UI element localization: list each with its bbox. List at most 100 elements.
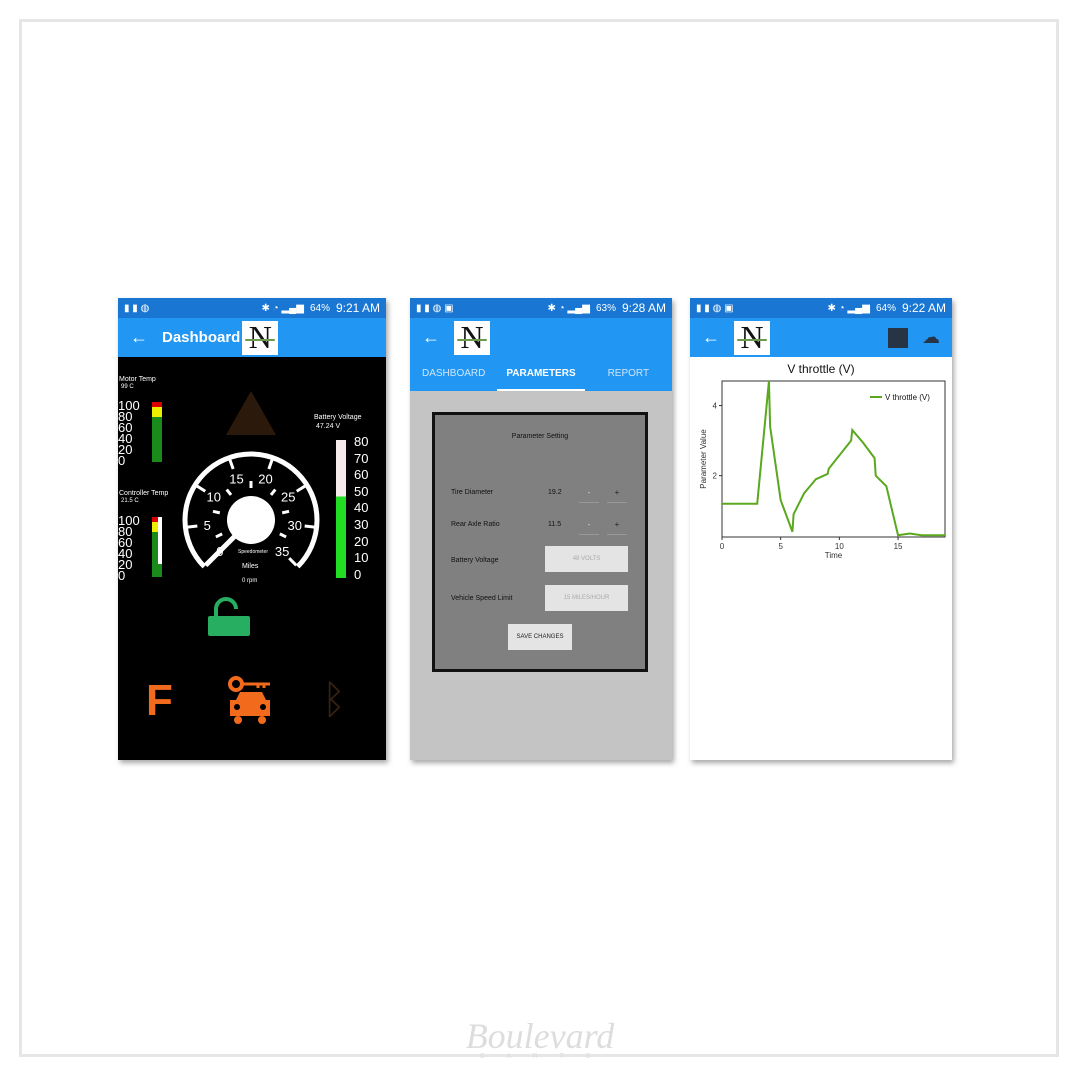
panel-title: Parameter Setting (511, 433, 569, 440)
speedometer-needle (203, 518, 253, 568)
controller-temp-label: Controller Temp (119, 490, 169, 497)
back-arrow-icon[interactable]: ← (130, 327, 148, 347)
tire-diameter-label: Tire Diameter (451, 489, 494, 496)
rear-axle-ratio-label: Rear Axle Ratio (451, 521, 500, 528)
temp-tick-label: 0 (118, 568, 126, 583)
unlock-icon[interactable] (208, 596, 250, 638)
status-bar: ▮ ▮ ◍ ▣✱ ◔ ▂▄▆64%9:22 AM (690, 298, 952, 318)
rpm-readout: 0 rpm (242, 578, 258, 584)
rear-axle-ratio-decrement[interactable]: - (579, 515, 599, 535)
speedometer-label: Speedometer (238, 549, 268, 555)
x-tick-label: 5 (778, 542, 783, 551)
battery-voltage-label: Battery Voltage (314, 414, 362, 421)
temp-tick-label: 0 (118, 453, 126, 468)
speed-tick-label: 10 (207, 490, 221, 505)
rear-axle-ratio-value: 11.5 (548, 521, 562, 528)
parameter-panel: Parameter Setting Tire Diameter 19.2 - +… (432, 412, 648, 672)
logo: N (454, 319, 490, 355)
chart-title: V throttle (V) (787, 362, 854, 376)
battery-voltage-label: Battery Voltage (451, 557, 499, 564)
battery-tick-label: 80 (354, 434, 369, 449)
tire-diameter-increment[interactable]: + (607, 483, 627, 503)
battery-tick-label: 50 (354, 483, 369, 499)
temp-empty (158, 517, 162, 565)
logo: N (734, 319, 770, 355)
temp-tick-label: 100 (118, 513, 140, 528)
speed-tick-label: 35 (275, 544, 289, 559)
battery-tick-label: 60 (354, 467, 369, 483)
speed-minor-tick (269, 488, 277, 496)
speed-tick-label: 25 (281, 490, 295, 505)
tire-diameter-decrement[interactable]: - (579, 483, 599, 503)
battery-level: 63% (595, 302, 616, 314)
y-tick-label: 4 (713, 402, 718, 411)
speed-tick-label: 30 (287, 518, 301, 533)
app-bar: ← N ☁ (690, 318, 952, 357)
parameters-screen: ▮ ▮ ◍ ▣✱ ◔ ▂▄▆63%9:28 AM ←N DASHBOARD PA… (410, 298, 672, 760)
battery-tick-label: 70 (354, 450, 369, 466)
temp-tick-label: 40 (118, 546, 133, 561)
speed-unit: Miles (242, 563, 259, 570)
save-changes-button[interactable]: SAVE CHANGES (508, 624, 572, 650)
battery-level: 64% (309, 302, 330, 314)
speed-major-tick (295, 484, 306, 493)
temp-tick-label: 100 (118, 398, 140, 413)
temp-tick-label: 60 (118, 420, 133, 435)
back-arrow-icon[interactable]: ← (702, 327, 720, 347)
temp-tick-label: 60 (118, 535, 133, 550)
tab-parameters[interactable]: PARAMETERS (497, 357, 585, 391)
battery-tick-label: 20 (354, 533, 369, 549)
logo: N (242, 319, 279, 355)
temp-level-bar (152, 402, 162, 462)
status-time: 9:21 AM (335, 301, 380, 315)
speed-major-tick (288, 557, 298, 567)
temp-tick-label: 80 (118, 409, 133, 424)
x-tick-label: 15 (894, 542, 903, 551)
temp-tick-label: 20 (118, 442, 133, 457)
back-arrow-icon[interactable]: ← (422, 327, 440, 347)
battery-tick-label: 10 (354, 550, 369, 566)
rear-axle-ratio-increment[interactable]: + (607, 515, 627, 535)
plot-area (721, 380, 946, 538)
warning-icon (226, 391, 276, 435)
y-tick-label: 2 (713, 472, 718, 481)
speed-major-tick (187, 524, 198, 529)
temp-tick-label: 20 (118, 557, 133, 572)
brand-logo: Boulevard C A R T S (465, 1016, 615, 1060)
speed-major-tick (267, 459, 274, 470)
stop-icon[interactable] (888, 327, 908, 348)
speed-limit-label: Vehicle Speed Limit (451, 595, 513, 602)
speed-minor-tick (212, 509, 221, 515)
bluetooth-icon: ᛒ (322, 678, 346, 722)
motor-temp-label: Motor Temp (119, 376, 156, 383)
temp-tick-label: 40 (118, 431, 133, 446)
x-tick-label: 0 (720, 542, 725, 551)
app-bar: ←N (410, 318, 672, 357)
speed-tick-label: 5 (204, 518, 211, 533)
speed-major-tick (304, 524, 315, 529)
battery-level: 64% (875, 302, 896, 314)
tab-dashboard[interactable]: DASHBOARD (421, 367, 486, 379)
speed-limit-field[interactable]: 15 MILES/HOUR (545, 585, 628, 611)
temp-level-bar (152, 517, 162, 577)
status-time: 9:22 AM (901, 301, 946, 315)
x-axis-label: Time (825, 551, 843, 560)
cloud-icon[interactable]: ☁ (922, 327, 940, 347)
status-bar: ▮ ▮ ◍✱ ◔ ▂▄▆64%9:21 AM (118, 298, 386, 318)
controller-temp-value: 21.5 C (121, 498, 139, 504)
speed-tick-label: 20 (258, 471, 272, 486)
tab-report[interactable]: REPORT (607, 367, 650, 379)
speed-minor-tick (225, 488, 233, 496)
battery-voltage-field[interactable]: 48 VOLTS (545, 546, 628, 572)
battery-tick-label: 30 (354, 517, 369, 532)
battery-level-bar (336, 440, 346, 578)
x-tick-label: 10 (835, 542, 844, 551)
speed-minor-tick (215, 532, 223, 539)
temp-tick-label: 80 (118, 524, 133, 539)
battery-tick-label: 40 (354, 500, 369, 516)
